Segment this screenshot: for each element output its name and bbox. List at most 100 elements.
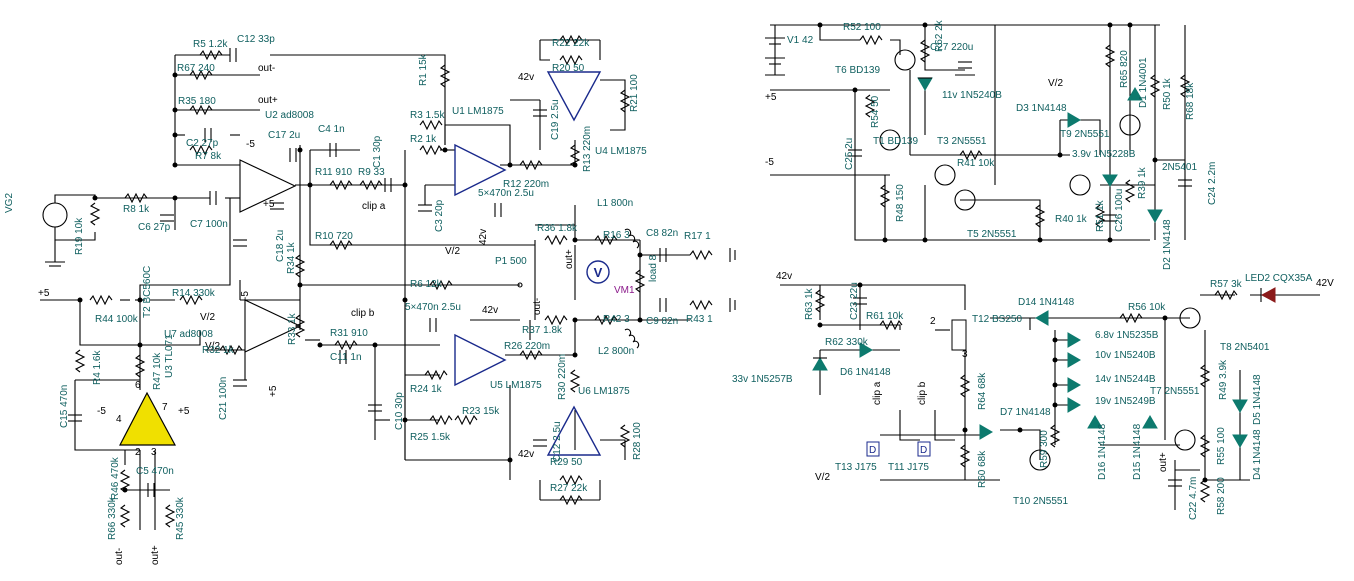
label-clipa2: clip a bbox=[872, 381, 883, 405]
label-t10: T10 2N5551 bbox=[1013, 496, 1068, 507]
label-r4: R4 1.6k bbox=[92, 350, 103, 385]
label-r63: R63 1k bbox=[804, 287, 815, 320]
label-c23: C23 22u bbox=[849, 282, 860, 320]
label-t9: T9 2N5551 bbox=[1060, 129, 1110, 140]
label-v42d: 42v bbox=[518, 449, 534, 460]
label-v2a: V/2 bbox=[445, 246, 460, 257]
label-r54: R54 50 bbox=[870, 95, 881, 128]
label-t6: T6 BD139 bbox=[835, 65, 880, 76]
label-c9: C9 82n bbox=[646, 316, 678, 327]
label-clipb: clip b bbox=[351, 308, 375, 319]
label-c17: C17 2u bbox=[268, 130, 300, 141]
label-c25: C25 2u bbox=[844, 138, 855, 170]
output-stage-left: V bbox=[517, 228, 736, 349]
label-r41: R41 10k bbox=[957, 158, 995, 169]
label-r66: R66 330k bbox=[107, 496, 118, 540]
label-r21: R21 100 bbox=[629, 74, 640, 112]
components-right-top bbox=[848, 34, 1192, 228]
svg-text:V: V bbox=[594, 265, 603, 280]
label-r55: R55 100 bbox=[1216, 427, 1227, 465]
capacitors-left bbox=[68, 48, 667, 497]
label-d4: D4 1N4148 bbox=[1252, 429, 1263, 480]
label-v42f: 42V bbox=[1316, 278, 1334, 289]
label-d39: 3.9v 1N5228B bbox=[1072, 149, 1136, 160]
wires-right-bottom bbox=[780, 284, 1320, 510]
label-c12b: C12 2.5u bbox=[552, 421, 563, 462]
label-t5: T5 2N5551 bbox=[967, 229, 1017, 240]
label-t8: T8 2N5401 bbox=[1220, 342, 1270, 353]
label-r5: R5 1.2k bbox=[193, 39, 228, 50]
label-r33: R33 1k bbox=[287, 312, 298, 345]
label-u7: U7 ad8008 bbox=[164, 329, 213, 340]
label-u2: U2 ad8008 bbox=[265, 110, 314, 121]
label-r50: R50 1k bbox=[1162, 77, 1173, 110]
label-m5a: -5 bbox=[246, 139, 255, 150]
label-vm1: VM1 bbox=[614, 285, 635, 296]
label-c4: C4 1n bbox=[318, 124, 345, 135]
label-u5: U5 LM1875 bbox=[490, 380, 542, 391]
label-n3: 3 bbox=[151, 447, 157, 458]
label-c5x2: 5×470n 2.5u bbox=[405, 302, 461, 313]
label-n7: 7 bbox=[162, 402, 168, 413]
label-t12: T12 BS250 bbox=[972, 314, 1022, 325]
label-p5a: +5 bbox=[263, 199, 275, 210]
label-v2c: V/2 bbox=[205, 341, 220, 352]
label-r40: R40 1k bbox=[1055, 214, 1088, 225]
components-right-bottom bbox=[812, 287, 1276, 503]
label-outp4: out+ bbox=[1158, 452, 1169, 472]
label-u4: U4 LM1875 bbox=[595, 146, 647, 157]
label-l1: L1 800n bbox=[597, 198, 633, 209]
label-c8: C8 82n bbox=[646, 228, 678, 239]
label-r14: R14 330k bbox=[172, 288, 216, 299]
label-r17: R17 1 bbox=[684, 231, 711, 242]
label-pin2: 2 bbox=[930, 316, 936, 327]
label-clipa: clip a bbox=[362, 201, 386, 212]
label-r61: R61 10k bbox=[866, 311, 904, 322]
label-c12: C12 33p bbox=[237, 34, 275, 45]
label-d10v: 10v 1N5240B bbox=[1095, 350, 1156, 361]
label-d2: D2 1N4148 bbox=[1162, 219, 1173, 270]
label-v42b: 42v bbox=[478, 229, 489, 245]
component-labels: VG2 R19 10k R8 1k C6 27p C7 100n R5 1.2k… bbox=[4, 19, 1334, 565]
label-r52: R52 100 bbox=[843, 22, 881, 33]
label-v2d: V/2 bbox=[1048, 78, 1063, 89]
label-r42: R42 3 bbox=[603, 314, 630, 325]
label-outm1: out- bbox=[258, 63, 275, 74]
label-vg2: VG2 bbox=[4, 193, 15, 213]
label-outp3: out+ bbox=[150, 545, 161, 565]
label-c3: C3 20p bbox=[434, 199, 445, 232]
resistors-left bbox=[74, 34, 713, 528]
label-outm3: out- bbox=[114, 548, 125, 565]
label-r27: R27 22k bbox=[550, 483, 588, 494]
label-d68: 6.8v 1N5235B bbox=[1095, 330, 1159, 341]
label-r58: R58 200 bbox=[1216, 477, 1227, 515]
junction-dots bbox=[77, 22, 1208, 493]
label-r65: R65 820 bbox=[1119, 50, 1130, 88]
label-led2: LED2 CQX35A bbox=[1245, 273, 1313, 284]
label-c2: C2 27p bbox=[186, 138, 219, 149]
label-r39: R39 1k bbox=[1137, 166, 1148, 199]
label-p5e: +5 bbox=[765, 92, 777, 103]
label-m5b: -5 bbox=[240, 291, 251, 300]
label-r1: R1 15k bbox=[418, 53, 429, 86]
label-v42c: 42v bbox=[482, 305, 498, 316]
label-r6: R6 12k bbox=[410, 279, 443, 290]
label-c10: C10 30p bbox=[394, 392, 405, 430]
label-u1: U1 LM1875 bbox=[452, 106, 504, 117]
label-v2b: V/2 bbox=[200, 312, 215, 323]
label-d33: 33v 1N5257B bbox=[732, 374, 793, 385]
label-t3: T3 2N5551 bbox=[937, 136, 987, 147]
label-r49: R49 3.9k bbox=[1218, 359, 1229, 400]
label-d3: D3 1N4148 bbox=[1016, 103, 1067, 114]
label-r44: R44 100k bbox=[95, 314, 139, 325]
label-d19v: 19v 1N5249B bbox=[1095, 396, 1156, 407]
label-r64: R64 68k bbox=[977, 372, 988, 410]
label-r2: R2 1k bbox=[410, 134, 437, 145]
label-v2e: V/2 bbox=[815, 472, 830, 483]
label-outm2: out- bbox=[532, 298, 543, 315]
label-d2n: 2N5401 bbox=[1162, 162, 1197, 173]
label-r28: R28 100 bbox=[632, 422, 643, 460]
label-r48: R48 150 bbox=[895, 184, 906, 222]
opamps-left bbox=[119, 71, 602, 456]
